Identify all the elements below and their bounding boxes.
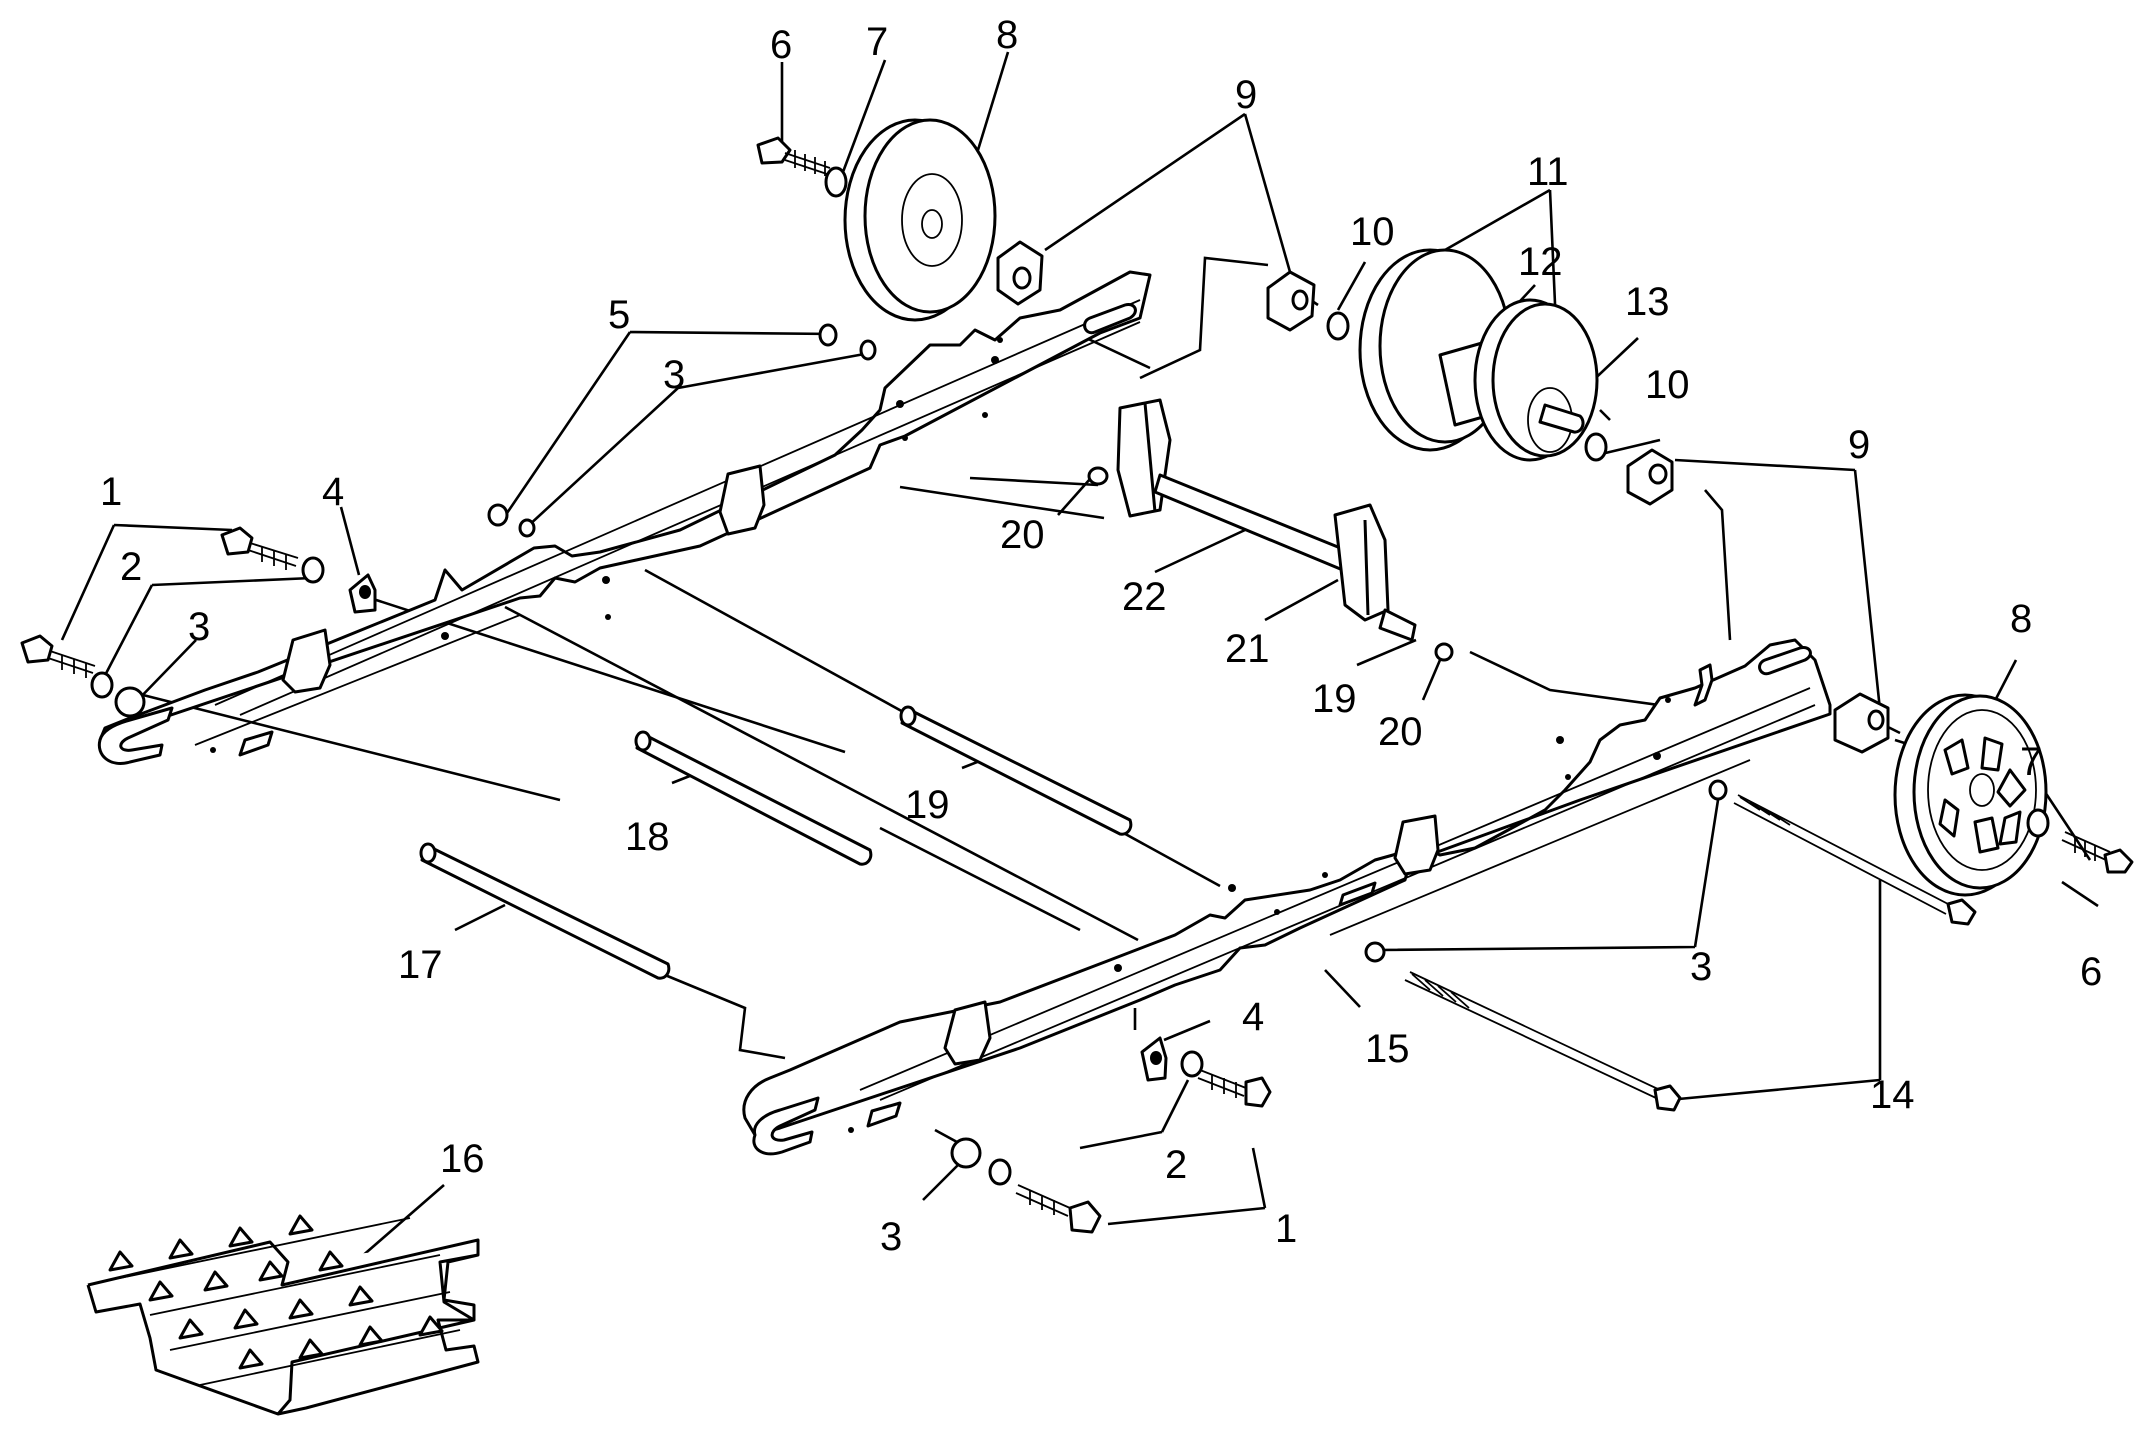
long-bolts — [1404, 794, 1977, 1112]
callout-16: 16 — [440, 1137, 485, 1181]
idler-wheel-right — [1893, 693, 2134, 897]
callout-14: 14 — [1870, 1073, 1915, 1117]
right-rail — [742, 638, 1832, 1156]
callout-7: 7 — [866, 20, 888, 64]
callout-13: 13 — [1625, 280, 1670, 324]
callout-19: 19 — [905, 783, 950, 827]
callout-19: 19 — [1312, 677, 1357, 721]
callout-10: 10 — [1350, 210, 1395, 254]
callout-1: 1 — [1275, 1207, 1297, 1251]
callout-20: 20 — [1000, 513, 1045, 557]
callout-4: 4 — [322, 470, 344, 514]
callout-2: 2 — [1165, 1143, 1187, 1187]
callout-17: 17 — [398, 943, 443, 987]
washers — [487, 311, 1728, 963]
callout-9: 9 — [1235, 73, 1257, 117]
left-rail — [97, 270, 1152, 765]
callout-10: 10 — [1645, 363, 1690, 407]
callout-6: 6 — [2080, 950, 2102, 994]
callout-2: 2 — [120, 545, 142, 589]
callout-3: 3 — [880, 1215, 902, 1259]
callout-3: 3 — [1690, 945, 1712, 989]
double-wheel-assembly — [1358, 248, 1599, 462]
track-section — [86, 1214, 480, 1416]
fasteners-right — [950, 1036, 1272, 1234]
callout-8: 8 — [2010, 597, 2032, 641]
idler-wheel-left — [756, 118, 997, 322]
callout-9: 9 — [1848, 423, 1870, 467]
callout-7: 7 — [2020, 740, 2042, 784]
callout-4: 4 — [1242, 995, 1264, 1039]
callout-20: 20 — [1378, 710, 1423, 754]
centre-axle — [1087, 398, 1454, 662]
cross-shafts — [419, 705, 1133, 980]
callout-labels: 1 2 3 4 5 3 6 7 8 9 10 11 12 13 10 9 20 … — [100, 13, 2102, 1259]
callout-21: 21 — [1225, 627, 1270, 671]
callout-3: 3 — [663, 353, 685, 397]
callout-11: 11 — [1527, 150, 1569, 194]
callout-6: 6 — [770, 23, 792, 67]
fasteners-left — [20, 526, 377, 718]
callout-18: 18 — [625, 815, 670, 859]
callout-15: 15 — [1365, 1027, 1410, 1071]
callout-1: 1 — [100, 470, 122, 514]
pivot-brackets — [996, 240, 1890, 754]
callout-5: 5 — [608, 293, 630, 337]
callout-8: 8 — [996, 13, 1018, 57]
callout-3: 3 — [188, 605, 210, 649]
callout-22: 22 — [1122, 575, 1167, 619]
callout-12: 12 — [1518, 240, 1563, 284]
